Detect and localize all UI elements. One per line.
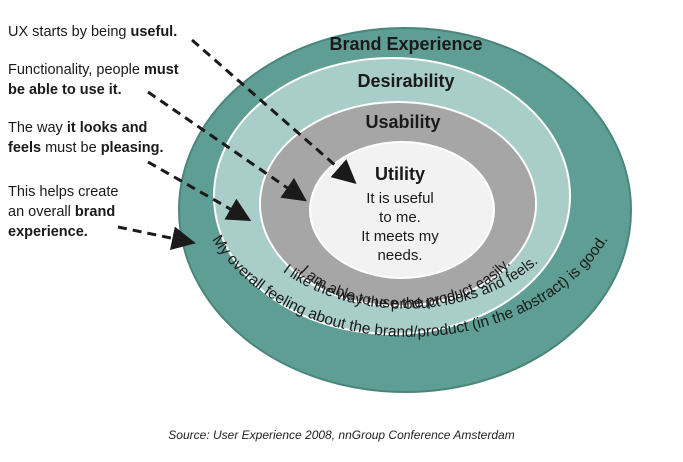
- note-usable-text: Functionality, people: [8, 62, 144, 78]
- note-useful-text: UX starts by being: [8, 24, 131, 40]
- utility-line-2: to me.: [379, 209, 421, 226]
- utility-title: Utility: [375, 164, 425, 184]
- note-useful: UX starts by being useful.: [8, 22, 177, 42]
- note-brand-bold: brand: [74, 204, 116, 220]
- note-brand-text-2: an overall: [8, 204, 75, 220]
- note-pleasing-bold: it looks and: [66, 120, 148, 136]
- note-useful-bold: useful.: [130, 24, 178, 40]
- note-brand-text: This helps create: [8, 184, 119, 200]
- source-caption: Source: User Experience 2008, nnGroup Co…: [168, 428, 515, 442]
- note-pleasing-text: The way: [8, 120, 67, 136]
- note-usable-bold-2: be able to use it.: [8, 82, 122, 98]
- utility-line-1: It is useful: [366, 190, 434, 207]
- arrow-pleasing: [147, 160, 252, 221]
- arrow-usable: [147, 90, 307, 202]
- note-usable-bold: must: [143, 62, 179, 78]
- arrow-useful: [191, 38, 357, 184]
- note-usable: Functionality, people must be able to us…: [8, 60, 179, 100]
- note-pleasing: The way it looks and feels must be pleas…: [8, 118, 164, 158]
- arrow-brand: [117, 225, 196, 251]
- note-pleasing-text-2: must be: [41, 140, 101, 156]
- brand-experience-title: Brand Experience: [329, 34, 482, 54]
- desirability-title: Desirability: [357, 71, 454, 91]
- utility-line-4: needs.: [377, 247, 422, 264]
- note-brand-bold-2: experience.: [8, 224, 88, 240]
- utility-line-3: It meets my: [361, 228, 439, 245]
- note-brand: This helps create an overall brand exper…: [8, 182, 118, 242]
- note-pleasing-bold-2: feels: [8, 140, 42, 156]
- usability-title: Usability: [365, 112, 440, 132]
- note-pleasing-bold-3: pleasing.: [100, 140, 164, 156]
